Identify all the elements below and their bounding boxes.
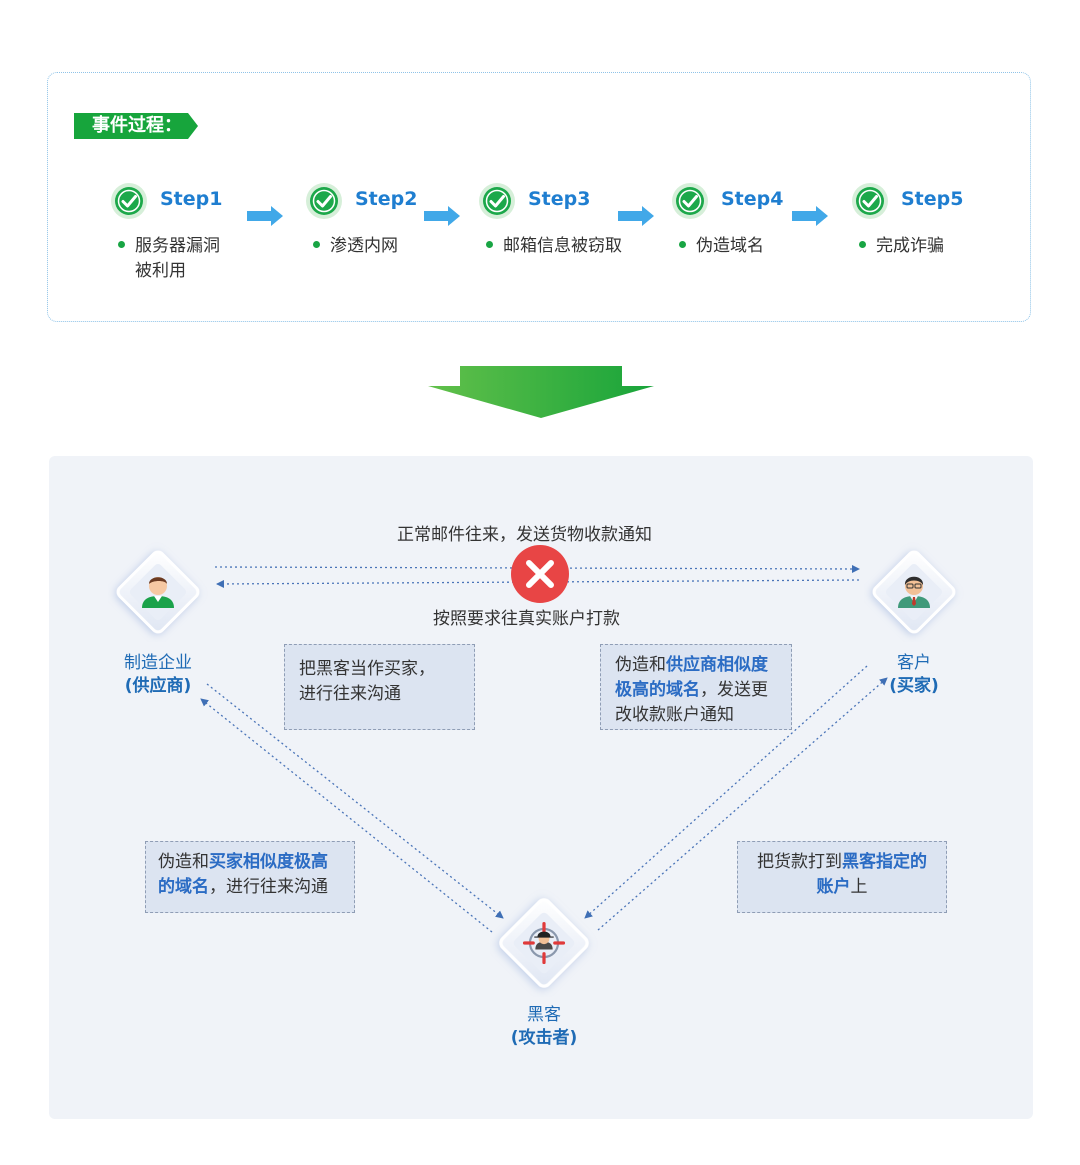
note-left-bottom: 伪造和买家相似度极高 的域名，进行往来沟通: [145, 841, 355, 913]
note-right-bottom: 把货款打到黑客指定的 账户上: [737, 841, 947, 913]
step-arrow-icon: [247, 206, 283, 226]
check-circle-icon: [306, 183, 342, 219]
bullet-icon: [859, 240, 866, 248]
step-desc: 邮箱信息被窃取: [486, 234, 622, 259]
check-circle-icon: [111, 183, 147, 219]
step-label: Step1: [160, 188, 223, 210]
supplier-avatar-icon: [116, 550, 200, 634]
bullet-icon: [313, 240, 320, 248]
step-arrow-icon: [424, 206, 460, 226]
note-right-top: 伪造和供应商相似度 极高的域名，发送更 改收款账户通知: [600, 644, 792, 730]
process-panel: [47, 72, 1031, 322]
step-desc: 渗透内网: [313, 234, 398, 259]
check-circle-icon: [852, 183, 888, 219]
step-arrow-icon: [792, 206, 828, 226]
customer-avatar-icon: [872, 550, 956, 634]
step-desc: 完成诈骗: [859, 234, 944, 259]
close-icon: [511, 545, 569, 603]
section-title: 事件过程：: [74, 113, 188, 139]
step-label: Step4: [721, 188, 784, 210]
down-arrow-icon: [428, 366, 654, 418]
bullet-icon: [118, 240, 125, 248]
section-tag: 事件过程：: [74, 113, 198, 139]
customer-caption: 客户 (买家): [889, 653, 939, 696]
step-label: Step5: [901, 188, 964, 210]
flow-bottom-label: 按照要求往真实账户打款: [433, 609, 620, 629]
check-circle-icon: [672, 183, 708, 219]
step-label: Step3: [528, 188, 591, 210]
step-desc: 伪造域名: [679, 234, 764, 259]
diagram-panel: 制造企业 (供应商) 客户 (买家): [49, 456, 1033, 1119]
step-desc: 服务器漏洞 被利用: [118, 234, 220, 284]
note-left-top: 把黑客当作买家， 进行往来沟通: [284, 644, 475, 730]
bullet-icon: [486, 240, 493, 248]
supplier-caption: 制造企业 (供应商): [124, 653, 192, 696]
step-label: Step2: [355, 188, 418, 210]
bullet-icon: [679, 240, 686, 248]
step-arrow-icon: [618, 206, 654, 226]
flow-top-label: 正常邮件往来，发送货物收款通知: [397, 525, 652, 545]
hacker-target-icon: [499, 898, 589, 988]
check-circle-icon: [479, 183, 515, 219]
hacker-caption: 黑客 (攻击者): [510, 1005, 578, 1048]
